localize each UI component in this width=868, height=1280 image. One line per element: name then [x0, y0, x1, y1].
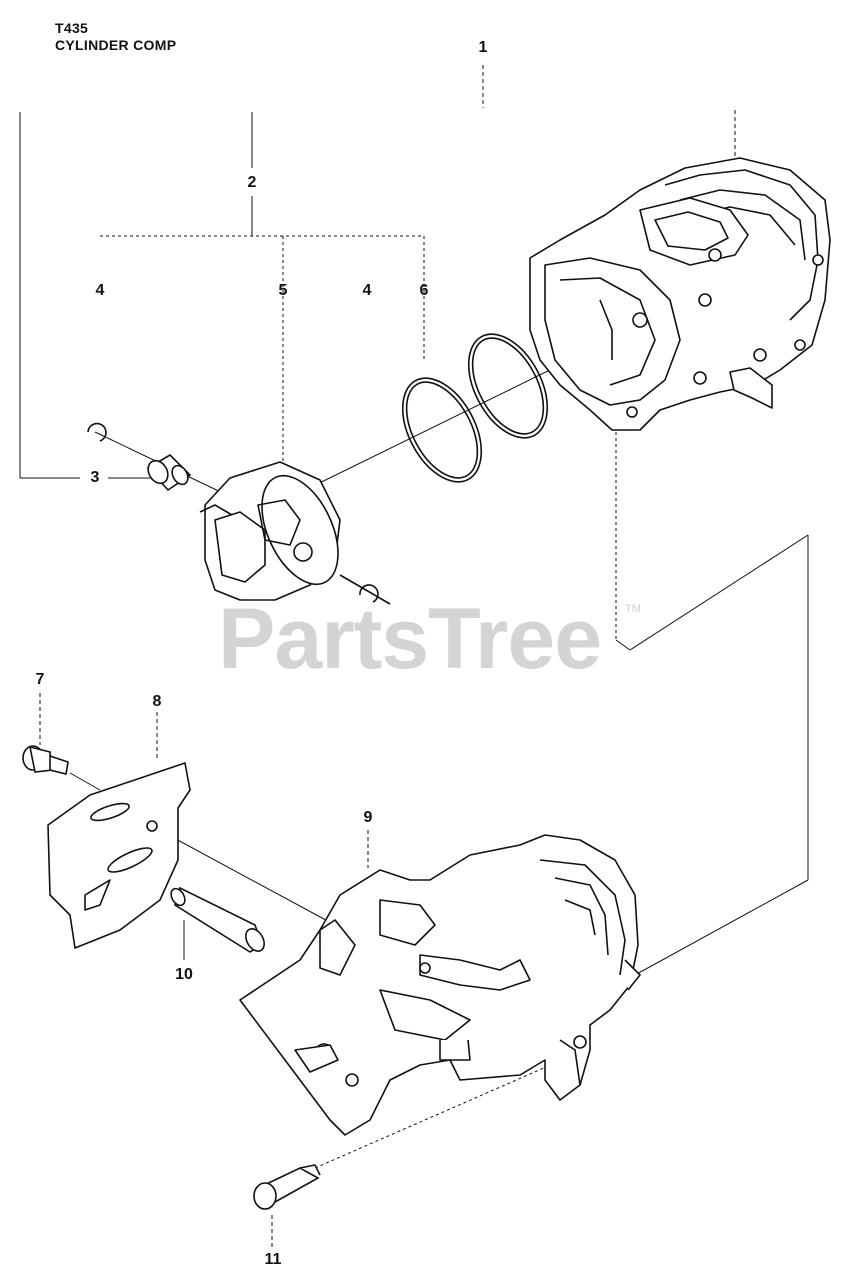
- watermark-logo: PartsTree: [218, 591, 602, 687]
- screw-7-part: [23, 746, 68, 774]
- callout-11: 11: [264, 1251, 282, 1268]
- needle-bearing-part: [144, 455, 191, 490]
- callout-10: 10: [175, 966, 193, 983]
- diagram-title: CYLINDER COMP: [55, 37, 177, 53]
- callout-1: 1: [478, 39, 488, 56]
- callout-6: 6: [419, 282, 429, 299]
- piston-part: [200, 462, 354, 600]
- circlips: [88, 424, 390, 604]
- callout-4b: 4: [362, 282, 372, 299]
- callout-8: 8: [152, 693, 162, 710]
- callout-5: 5: [278, 282, 288, 299]
- callout-4a: 4: [95, 282, 105, 299]
- crankcase-part: [240, 835, 640, 1135]
- callout-2: 2: [247, 174, 257, 191]
- piston-rings: [387, 321, 564, 495]
- callout-3: 3: [90, 469, 100, 486]
- callout-7: 7: [35, 671, 45, 688]
- trademark-symbol: TM: [625, 603, 641, 615]
- callout-9: 9: [363, 809, 373, 826]
- cylinder-part: [530, 158, 830, 430]
- screw-11-part: [254, 1165, 320, 1209]
- bar-plate-part: [48, 763, 190, 948]
- tube-10-part: [168, 886, 268, 954]
- model-number: T435: [55, 20, 89, 36]
